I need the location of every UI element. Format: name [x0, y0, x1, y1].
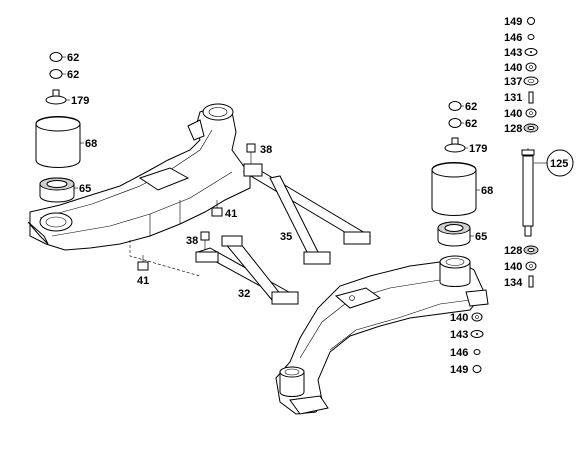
label-128-bottom: 128 — [504, 245, 522, 257]
bolt-38b-head — [200, 231, 210, 241]
bracket-35 — [242, 163, 372, 265]
left-mount-stack — [35, 52, 81, 203]
label-149-lower: 149 — [450, 364, 468, 376]
label-38a: 38 — [260, 144, 272, 156]
label-179a: 179 — [71, 95, 89, 107]
label-143-top: 143 — [504, 47, 522, 59]
label-62a: 62 — [67, 52, 79, 64]
shock-hardware-top — [523, 17, 539, 133]
nut-62b — [49, 69, 63, 79]
label-131: 131 — [504, 92, 522, 104]
label-62b: 62 — [67, 69, 79, 81]
nut-62c — [448, 101, 462, 111]
label-149-top: 149 — [504, 16, 522, 28]
nut-62a — [49, 52, 63, 62]
label-32: 32 — [238, 288, 250, 300]
label-68a: 68 — [85, 138, 97, 150]
right-crossmember — [275, 255, 489, 415]
nut-41a — [211, 207, 223, 217]
label-140-top: 140 — [504, 62, 522, 74]
lower-mount-hardware — [470, 312, 484, 373]
bracket-32 — [195, 235, 299, 305]
label-140-bottom: 140 — [504, 261, 522, 273]
label-140-mid: 140 — [504, 108, 522, 120]
label-35: 35 — [280, 231, 292, 243]
label-65b: 65 — [475, 231, 487, 243]
left-fasteners — [137, 143, 256, 271]
bolt-38a-head — [246, 143, 256, 153]
washer-179a — [45, 95, 67, 105]
label-137: 137 — [504, 76, 522, 88]
label-62d: 62 — [465, 118, 477, 130]
callout-labels: 62 62 179 68 65 38 41 38 41 35 32 62 62 … — [67, 16, 568, 376]
shock-hardware-bottom — [523, 245, 539, 288]
label-140-lower: 140 — [450, 312, 468, 324]
nut-62d — [448, 118, 462, 128]
label-146-lower: 146 — [450, 347, 468, 359]
label-125: 125 — [550, 158, 568, 170]
label-179b: 179 — [469, 143, 487, 155]
label-143-lower: 143 — [450, 329, 468, 341]
right-mount-stack — [431, 101, 477, 247]
shock-absorber-125 — [521, 148, 574, 237]
label-62c: 62 — [465, 101, 477, 113]
left-crossmember — [27, 103, 251, 251]
label-68b: 68 — [481, 185, 493, 197]
label-38b: 38 — [186, 235, 198, 247]
label-41b: 41 — [137, 275, 149, 287]
label-128-top: 128 — [504, 123, 522, 135]
label-146-top: 146 — [504, 32, 522, 44]
label-134: 134 — [504, 277, 523, 289]
label-65a: 65 — [79, 183, 91, 195]
nut-41b — [137, 261, 149, 271]
washer-179b — [444, 143, 466, 153]
label-41a: 41 — [225, 208, 237, 220]
